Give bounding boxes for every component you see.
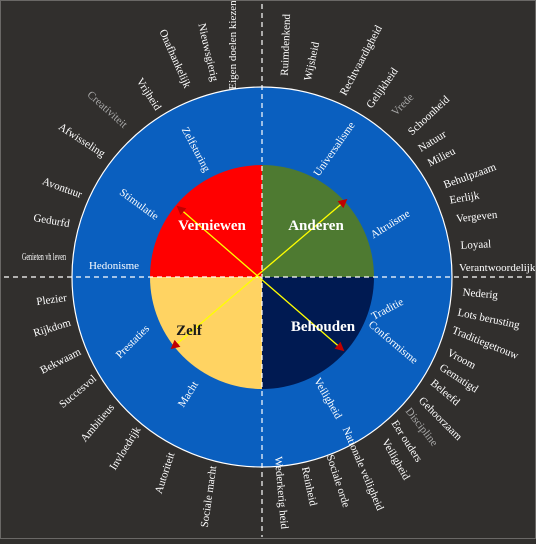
word-bekwaam: Bekwaam: [38, 346, 83, 377]
word-sociale-orde: Sociale orde: [324, 453, 352, 509]
word-eerlijk: Eerlijk: [449, 189, 481, 206]
quadrant-label-verniewen: Verniewen: [178, 218, 246, 234]
word-rijkdom: Rijkdom: [32, 317, 73, 340]
word-afwisseling: Afwisseling: [56, 121, 108, 160]
word-wijsheid: Wijsheid: [302, 40, 322, 81]
word-avontuur: Avontuur: [41, 175, 84, 201]
word-sociale-macht: Sociale macht: [199, 465, 220, 528]
word-loyaal: Loyaal: [460, 238, 491, 252]
word-nieuwsgierig: Nieuwsgierig: [195, 22, 220, 83]
word-eigen-doelen-kiezen: Eigen doelen kiezen: [227, 0, 239, 90]
word-vrede: Vrede: [389, 91, 416, 118]
word-autoriteit: Autoriteit: [153, 451, 178, 495]
word-nederig: Nederig: [462, 286, 499, 301]
word-vrijheid: Vrijheid: [134, 76, 164, 113]
word-wederkerigheid: Wederkerig heid: [272, 456, 290, 530]
word-behulpzaam: Behulpzaam: [442, 161, 498, 191]
word-onafhankelijk: Onafhankelijk: [156, 28, 193, 91]
word-lots-berusting: Lots berusting: [456, 307, 521, 332]
word-verantwoordelijk: Verantwoordelijk: [459, 262, 536, 274]
word-genieten-vh-leven: Genieten vh leven: [22, 251, 66, 263]
quadrant-label-behouden: Behouden: [291, 319, 356, 335]
word-gedurfd: Gedurfd: [32, 212, 71, 230]
word-plezier: Plezier: [36, 292, 68, 308]
quadrant-label-anderen: Anderen: [288, 218, 344, 234]
word-vergeven: Vergeven: [456, 209, 499, 225]
word-reinheid: Reinheid: [299, 466, 319, 508]
word-succesvol: Succesvol: [57, 373, 99, 411]
arrow-zelf-anderen: [170, 198, 348, 350]
word-ruimdenkend: Ruimdenkend: [279, 13, 293, 76]
quadrant-label-zelf: Zelf: [176, 323, 203, 339]
word-creativiteit: Creativiteit: [85, 89, 130, 131]
ring-label-hedonisme: Hedonisme: [89, 260, 139, 272]
word-ambitieus: Ambitieus: [78, 402, 117, 445]
word-invloedrijk: Invloedrijk: [107, 424, 143, 472]
